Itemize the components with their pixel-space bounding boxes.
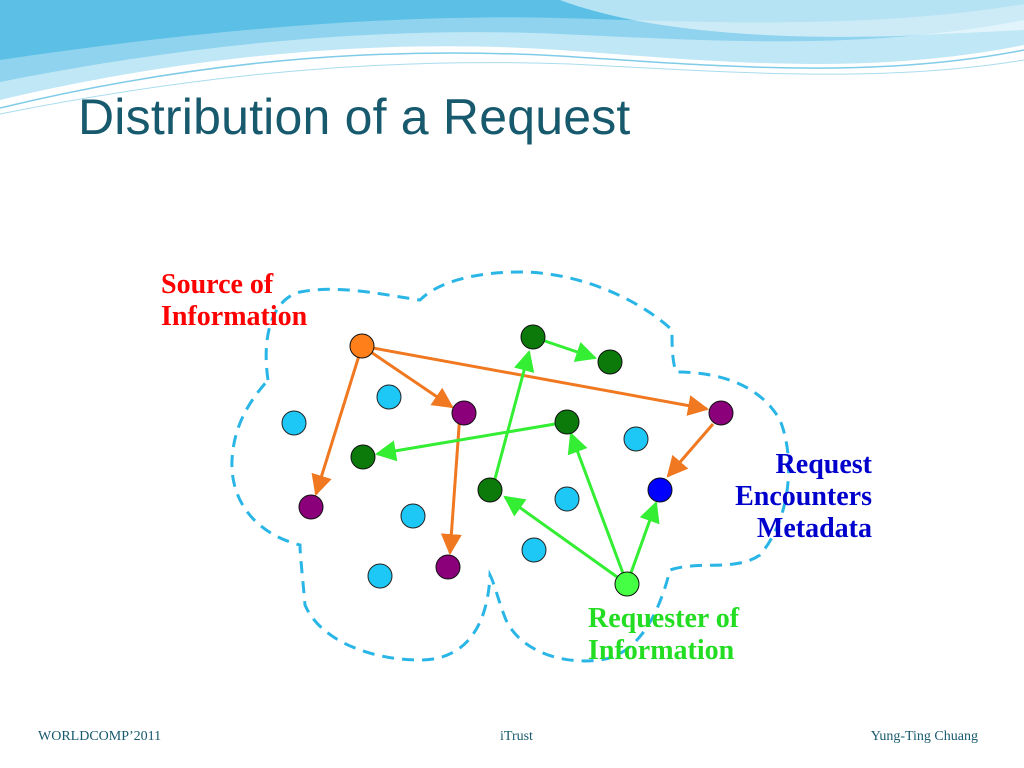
network-node-purple — [451, 400, 477, 426]
network-boundary — [230, 270, 791, 663]
network-node-dark-green — [350, 444, 376, 470]
requester-of-information-label: Requester of Information — [588, 603, 739, 667]
green-arrow — [490, 349, 535, 491]
orange-arrow — [361, 344, 710, 416]
source-of-information-label: Source of Information — [161, 269, 307, 333]
label-line: Request — [775, 449, 872, 480]
label-line: Encounters — [735, 481, 872, 512]
network-node-cyan — [623, 426, 649, 452]
request-encounters-metadata-label: Request Encounters Metadata — [735, 449, 872, 545]
label-line: Metadata — [756, 513, 872, 544]
network-node-dark-green — [597, 349, 623, 375]
orange-arrow — [666, 423, 715, 478]
footer-author: Yung-Ting Chuang — [870, 729, 978, 744]
network-node-purple — [708, 400, 734, 426]
green-arrow — [503, 495, 628, 586]
network-node-dark-green — [477, 477, 503, 503]
metadata-node — [647, 477, 673, 503]
network-node-cyan — [367, 563, 393, 589]
label-line: Source of — [161, 269, 274, 300]
requester-node — [614, 571, 640, 597]
network-node-dark-green — [520, 324, 546, 350]
network-node-purple — [298, 494, 324, 520]
slide-title: Distribution of a Request — [78, 89, 631, 145]
label-line: Information — [588, 635, 735, 666]
header-wave-decoration — [0, 0, 1024, 115]
green-arrow — [567, 432, 629, 585]
green-arrow — [374, 420, 568, 462]
network-node-dark-green — [554, 409, 580, 435]
source-node — [349, 333, 375, 359]
footer-conference: WORLDCOMP’2011 — [38, 729, 162, 744]
orange-arrow — [311, 345, 364, 497]
footer-project: iTrust — [500, 729, 533, 744]
network-node-cyan — [376, 384, 402, 410]
network-node-cyan — [554, 486, 580, 512]
orange-arrow — [440, 412, 462, 556]
label-line: Requester of — [588, 603, 740, 634]
network-node-purple — [435, 554, 461, 580]
network-node-cyan — [281, 410, 307, 436]
label-line: Information — [161, 301, 308, 332]
orange-arrow — [361, 344, 454, 409]
green-arrow — [625, 501, 660, 585]
network-node-cyan — [400, 503, 426, 529]
network-node-cyan — [521, 537, 547, 563]
